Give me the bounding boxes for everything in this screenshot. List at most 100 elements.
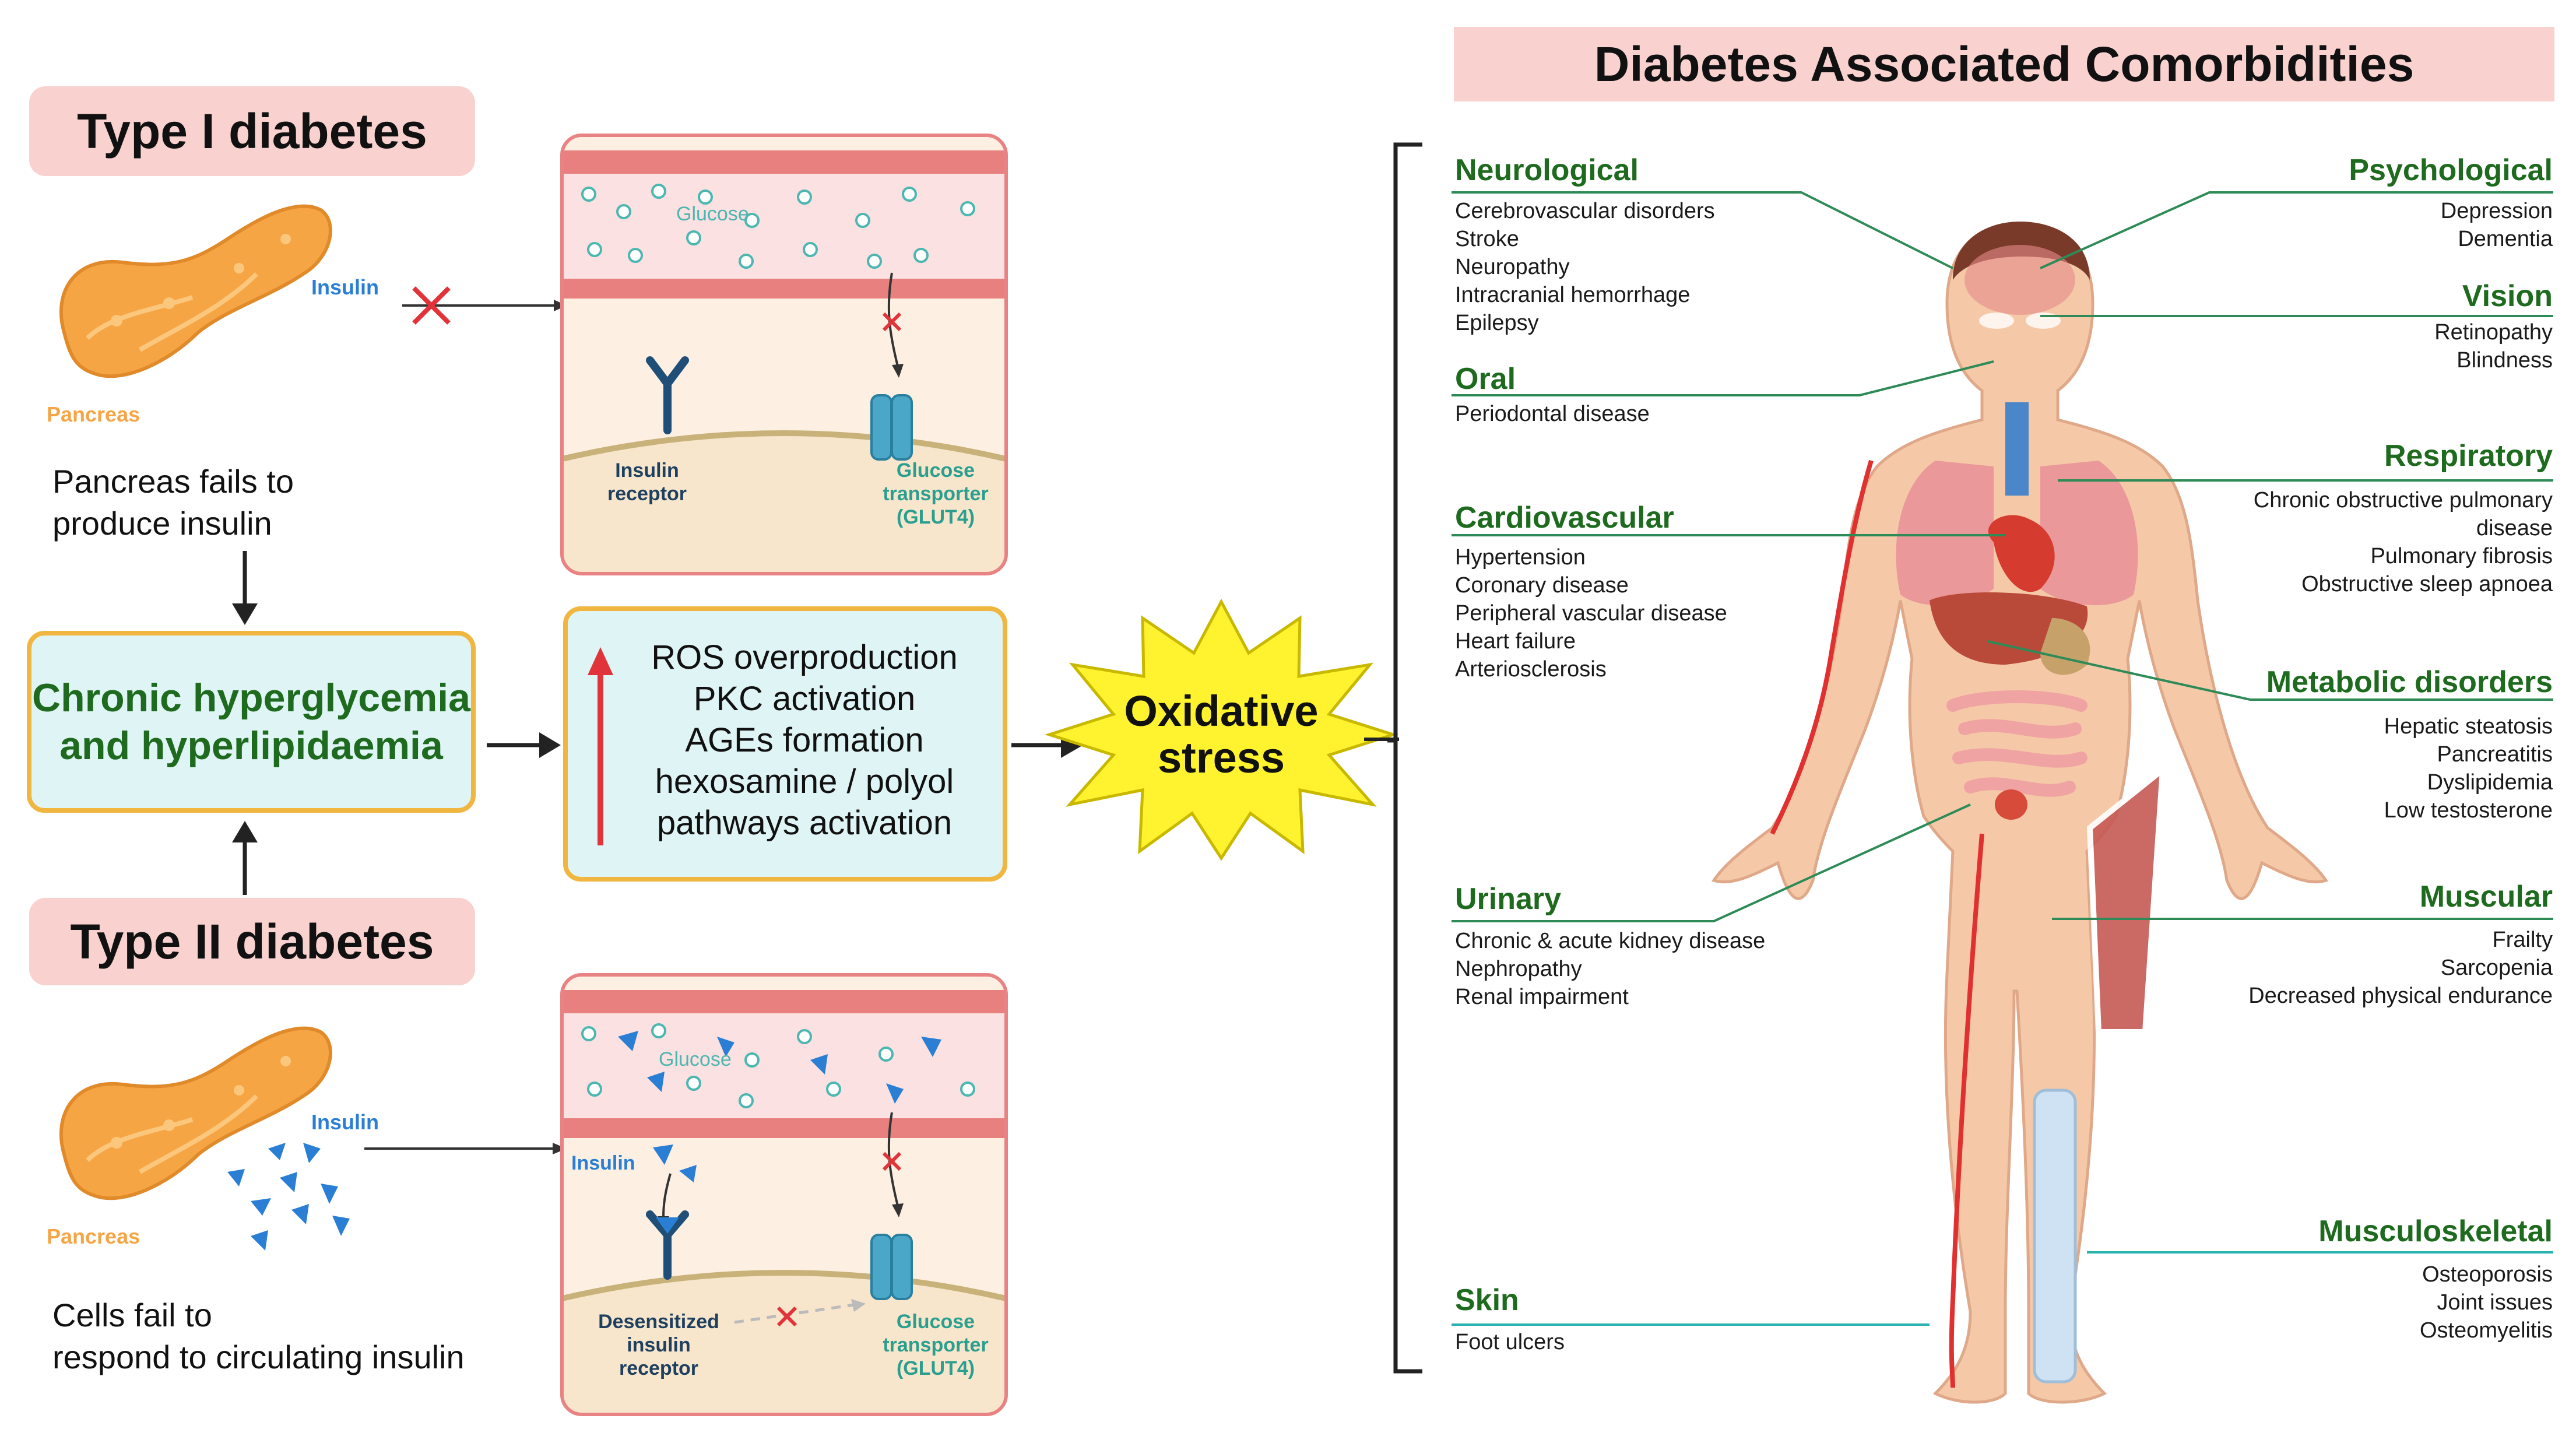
comorbidity-item: Low testosterone bbox=[2384, 798, 2553, 823]
connector-lines bbox=[1452, 191, 2553, 1326]
type2-pancreas-icon bbox=[59, 1026, 332, 1200]
comorbidity-item: Osteomyelitis bbox=[2419, 1318, 2553, 1343]
category-muscular-items: Frailty Sarcopenia Decreased physical en… bbox=[2248, 926, 2553, 1010]
type1-transporter-line2: transporter bbox=[883, 483, 988, 505]
type2-insulin-arrow bbox=[364, 1143, 567, 1154]
mechanisms-list: ROS overproduction PKC activation AGEs f… bbox=[624, 637, 985, 844]
comorbidity-item: Decreased physical endurance bbox=[2248, 984, 2553, 1008]
comorbidity-item: Intracranial hemorrhage bbox=[1455, 283, 1691, 307]
comorbidity-item: Blindness bbox=[2456, 348, 2553, 373]
comorbidity-item: Coronary disease bbox=[1455, 573, 1629, 598]
category-psychological: Psychological bbox=[2349, 153, 2553, 187]
comorbidity-item: Pulmonary fibrosis bbox=[2370, 544, 2553, 568]
comorbidity-item: Obstructive sleep apnoea bbox=[2301, 572, 2553, 596]
type2-insulin-molecules bbox=[227, 1143, 350, 1251]
comorbidity-item: Periodontal disease bbox=[1455, 402, 1650, 426]
type2-caption-line2: respond to circulating insulin bbox=[52, 1339, 465, 1375]
mechanism-item: PKC activation bbox=[693, 680, 916, 718]
type1-cell-diagram: Glucose Insulin receptor Glucose transpo… bbox=[560, 134, 1008, 575]
type2-caption-line1: Cells fail to bbox=[52, 1297, 212, 1333]
comorbidity-item: disease bbox=[2476, 516, 2553, 540]
comorbidity-item: Heart failure bbox=[1455, 629, 1576, 654]
comorbidity-item: Chronic obstructive pulmonary bbox=[2253, 488, 2553, 512]
type2-receptor-line2: insulin bbox=[627, 1334, 691, 1356]
type1-transporter-line1: Glucose bbox=[897, 459, 975, 482]
type2-caption: Cells fail to respond to circulating ins… bbox=[52, 1294, 465, 1378]
comorbidity-item: Joint issues bbox=[2437, 1290, 2553, 1315]
comorbidity-item: Nephropathy bbox=[1455, 957, 1582, 981]
type2-cell-diagram: Glucose Insulin Desensitized insulin rec… bbox=[560, 973, 1008, 1416]
category-muscular: Muscular bbox=[2419, 880, 2553, 914]
category-skin-items: Foot ulcers bbox=[1455, 1328, 1565, 1356]
type2-insulin-label: Insulin bbox=[311, 1110, 379, 1134]
oxidative-stress-star: Oxidative stress bbox=[1044, 598, 1398, 861]
comorbidity-item: Stroke bbox=[1455, 227, 1519, 251]
bracket-link-line bbox=[1364, 738, 1399, 741]
arrow-chronic-to-mechanisms bbox=[487, 732, 561, 758]
comorbidity-item: Arteriosclerosis bbox=[1455, 657, 1607, 682]
comorbidities-title-text: Diabetes Associated Comorbidities bbox=[1594, 36, 2415, 92]
comorbidity-item: Foot ulcers bbox=[1455, 1330, 1565, 1354]
mechanism-item: pathways activation bbox=[656, 804, 953, 842]
type2-receptor-line3: receptor bbox=[619, 1357, 698, 1379]
type2-cell-insulin-label: Insulin bbox=[571, 1152, 635, 1174]
comorbidity-item: Dementia bbox=[2458, 227, 2553, 251]
type1-caption-line1: Pancreas fails to bbox=[52, 463, 294, 500]
comorbidity-item: Sarcopenia bbox=[2440, 956, 2553, 980]
category-oral: Oral bbox=[1455, 362, 1516, 396]
type2-title-text: Type II diabetes bbox=[70, 914, 434, 969]
type1-title: Type I diabetes bbox=[29, 86, 475, 176]
type1-glucose-label: Glucose bbox=[676, 203, 749, 225]
oxidative-line1: Oxidative bbox=[1124, 687, 1318, 735]
type1-pancreas-icon bbox=[59, 204, 332, 378]
comorbidity-item: Dyslipidemia bbox=[2427, 770, 2553, 795]
category-cardiovascular-items: Hypertension Coronary disease Peripheral… bbox=[1455, 543, 1727, 683]
type1-title-text: Type I diabetes bbox=[77, 103, 427, 159]
comorbidity-item: Hepatic steatosis bbox=[2384, 714, 2553, 739]
category-cardiovascular: Cardiovascular bbox=[1455, 501, 1674, 535]
type2-pancreas-label: Pancreas bbox=[47, 1224, 140, 1248]
chronic-line1: Chronic hyperglycemia bbox=[31, 676, 471, 720]
category-metabolic-disorders: Metabolic disorders bbox=[2266, 665, 2553, 699]
category-oral-items: Periodontal disease bbox=[1455, 400, 1650, 428]
oxidative-line2: stress bbox=[1158, 733, 1285, 782]
up-arrow-icon bbox=[588, 647, 613, 845]
category-metabolic-disorders-items: Hepatic steatosis Pancreatitis Dyslipide… bbox=[2384, 712, 2553, 824]
type1-insulin-label: Insulin bbox=[311, 275, 379, 299]
category-respiratory-items: Chronic obstructive pulmonary disease Pu… bbox=[2254, 486, 2553, 598]
type2-receptor-line1: Desensitized bbox=[598, 1311, 719, 1333]
comorbidities-bracket bbox=[1387, 142, 1422, 1374]
category-musculoskeletal: Musculoskeletal bbox=[2318, 1214, 2553, 1248]
category-neurological: Neurological bbox=[1455, 153, 1639, 187]
comorbidity-item: Hypertension bbox=[1455, 545, 1586, 570]
chronic-line2: and hyperlipidaemia bbox=[59, 724, 443, 768]
type1-transporter-line3: (GLUT4) bbox=[897, 506, 975, 528]
mechanism-item: ROS overproduction bbox=[651, 638, 958, 676]
type1-caption-line2: produce insulin bbox=[52, 505, 272, 542]
comorbidity-item: Chronic & acute kidney disease bbox=[1455, 929, 1766, 953]
comorbidity-item: Epilepsy bbox=[1455, 311, 1539, 335]
category-urinary-items: Chronic & acute kidney disease Nephropat… bbox=[1455, 927, 1765, 1011]
type1-insulin-arrow bbox=[402, 286, 567, 325]
category-psychological-items: Depression Dementia bbox=[2441, 197, 2553, 253]
arrow-type1-to-chronic bbox=[232, 551, 258, 625]
category-urinary: Urinary bbox=[1455, 882, 1562, 916]
comorbidity-item: Depression bbox=[2440, 199, 2553, 223]
category-neurological-items: Cerebrovascular disorders Stroke Neuropa… bbox=[1455, 197, 1715, 337]
category-musculoskeletal-items: Osteoporosis Joint issues Osteomyelitis bbox=[2420, 1261, 2553, 1344]
category-skin: Skin bbox=[1455, 1283, 1519, 1317]
comorbidity-item: Frailty bbox=[2492, 928, 2553, 952]
type1-receptor-line1: Insulin bbox=[615, 459, 679, 482]
comorbidity-item: Renal impairment bbox=[1455, 985, 1629, 1009]
type2-transporter-line1: Glucose bbox=[897, 1311, 975, 1333]
comorbidity-item: Osteoporosis bbox=[2422, 1262, 2553, 1287]
type2-transporter-line2: transporter bbox=[883, 1334, 988, 1356]
type1-caption: Pancreas fails to produce insulin bbox=[52, 461, 294, 545]
comorbidity-item: Peripheral vascular disease bbox=[1455, 601, 1727, 626]
category-respiratory: Respiratory bbox=[2384, 439, 2553, 473]
type2-transporter-line3: (GLUT4) bbox=[897, 1357, 975, 1379]
comorbidities-title: Diabetes Associated Comorbidities bbox=[1454, 27, 2554, 101]
comorbidity-item: Pancreatitis bbox=[2437, 742, 2553, 767]
mechanism-item: hexosamine / polyol bbox=[655, 763, 954, 801]
category-vision-items: Retinopathy Blindness bbox=[2434, 318, 2553, 374]
